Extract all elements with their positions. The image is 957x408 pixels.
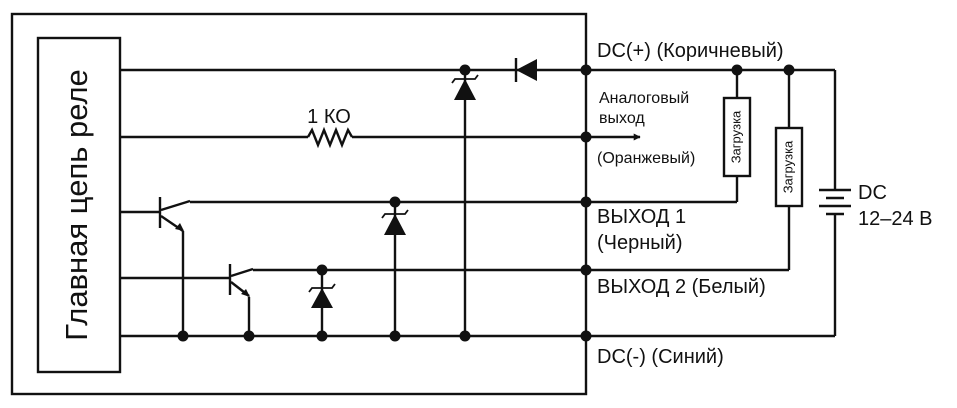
terminal-out1-color: (Черный) [597,232,683,254]
terminal-analog-color: (Оранжевый) [597,150,695,167]
terminal-out1-label: ВЫХОД 1 [597,206,686,228]
terminal-analog-label-1: Аналоговый [599,90,689,107]
load-2-label: Загрузка [780,140,795,193]
resistor-label: 1 КО [307,106,351,128]
load-1 [722,96,752,178]
junction-dots [177,64,795,342]
relay-label: Главная цепь реле [59,69,94,341]
terminal-analog-label-2: выход [599,110,645,127]
zener-diode-supply [451,70,479,336]
zener-diode-out2 [308,270,336,336]
load-1-label: Загрузка [728,110,743,163]
supply-label-voltage: 12–24 В [858,208,933,230]
resistor [306,126,354,149]
terminal-dc-minus-label: DC(-) (Синий) [597,346,724,368]
terminal-dots [580,64,592,342]
supply-label-dc: DC [858,182,887,204]
transistor-q1 [158,197,191,336]
out2-wire [120,268,789,280]
transistor-q2 [228,264,254,336]
terminal-out2-label: ВЫХОД 2 (Белый) [597,276,766,298]
protection-diode [514,58,537,82]
relay-block [36,36,122,374]
terminal-dc-plus-label: DC(+) (Коричневый) [597,40,784,62]
dc-supply-battery [819,70,851,336]
out1-wire [120,200,737,214]
zener-diode-out1 [381,202,409,336]
load-2 [774,126,804,208]
